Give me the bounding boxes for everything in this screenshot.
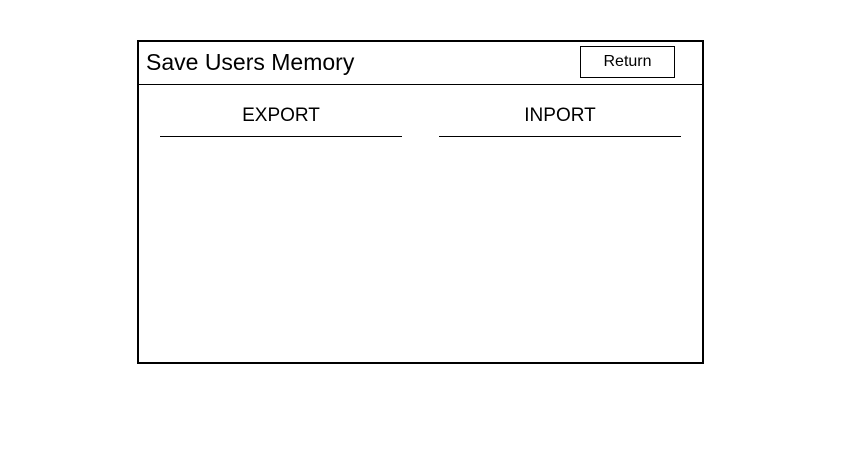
save-users-memory-window: Save Users Memory Return EXPORT INPORT [137, 40, 704, 364]
window-header: Save Users Memory Return [139, 42, 702, 85]
tab-export[interactable]: EXPORT [160, 104, 402, 137]
tab-import[interactable]: INPORT [439, 104, 681, 137]
return-button[interactable]: Return [580, 46, 675, 78]
page-title: Save Users Memory [146, 49, 355, 75]
